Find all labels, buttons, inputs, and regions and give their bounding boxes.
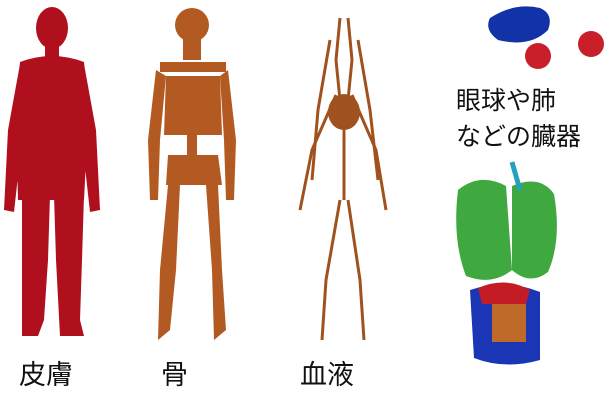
organs-figure — [456, 6, 604, 364]
skin-label: 皮膚 — [19, 360, 73, 392]
lung-right — [512, 182, 557, 279]
eye-left — [525, 43, 551, 69]
abdomen-red — [478, 282, 530, 304]
abdomen-orange — [492, 304, 526, 342]
organs-label-line2: などの臓器 — [456, 120, 581, 153]
brain — [488, 6, 550, 42]
lung-left — [456, 180, 512, 280]
blood-figure — [300, 18, 386, 340]
bone-label: 骨 — [161, 360, 188, 392]
organs-label-line1: 眼球や肺 — [456, 84, 556, 117]
blood-label: 血液 — [300, 360, 354, 392]
eye-right — [578, 31, 604, 57]
bone-figure — [148, 8, 236, 340]
skin-figure — [4, 7, 100, 336]
